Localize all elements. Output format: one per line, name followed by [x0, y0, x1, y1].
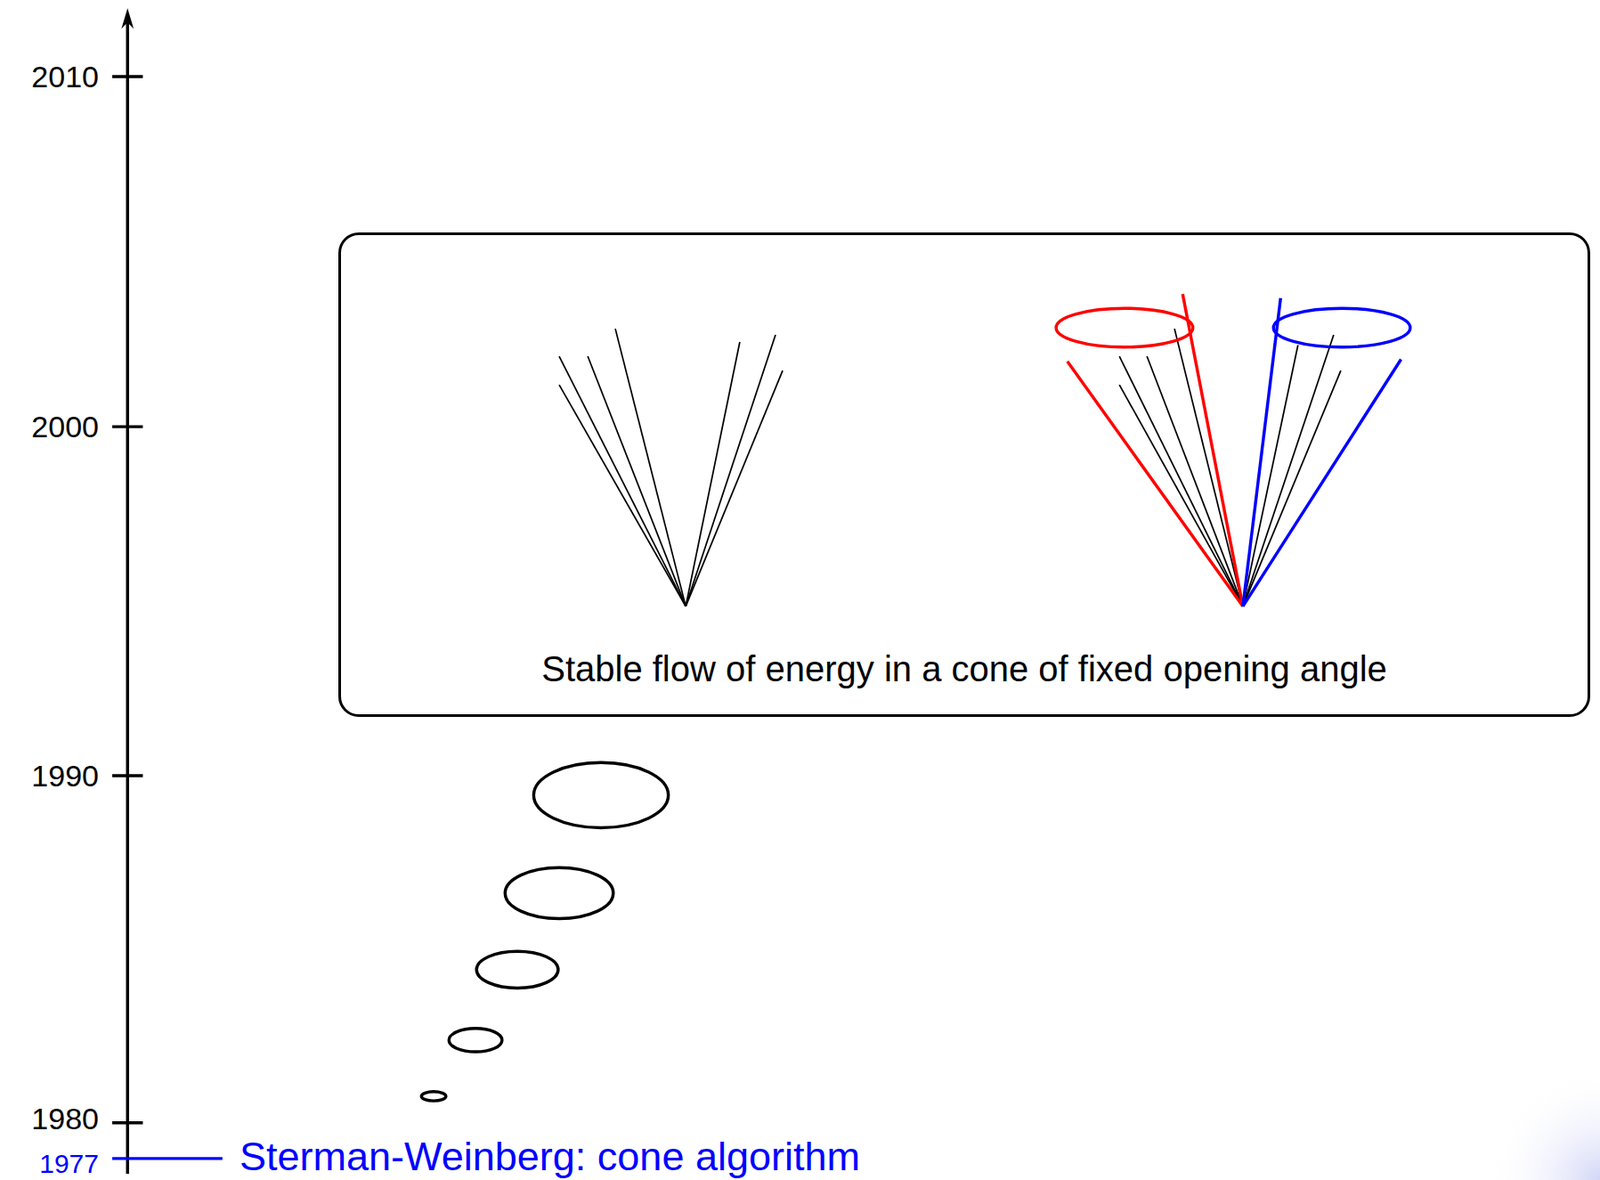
blue-cone: [1242, 298, 1411, 607]
thought-bubbles: [421, 762, 668, 1101]
corner-glow: [1487, 1067, 1600, 1180]
particle-fan: [1119, 328, 1341, 607]
axis-ticks: [112, 76, 143, 1123]
rounded-box: Stable flow of energy in a cone of fixed…: [338, 232, 1591, 717]
event-label: Sterman-Weinberg: cone algorithm: [239, 1136, 861, 1177]
axis-arrowhead: [121, 8, 134, 29]
year-label: 1977: [39, 1150, 99, 1178]
box-caption: Stable flow of energy in a cone of fixed…: [341, 649, 1588, 690]
year-label: 2000: [31, 411, 99, 442]
year-label: 2010: [31, 61, 99, 92]
year-label: 1980: [31, 1103, 99, 1134]
red-cone: [1055, 293, 1243, 607]
time-axis: [126, 14, 130, 1174]
year-label: 1990: [31, 760, 99, 791]
event-marker: [112, 1156, 223, 1160]
particle-fan: [559, 328, 783, 607]
